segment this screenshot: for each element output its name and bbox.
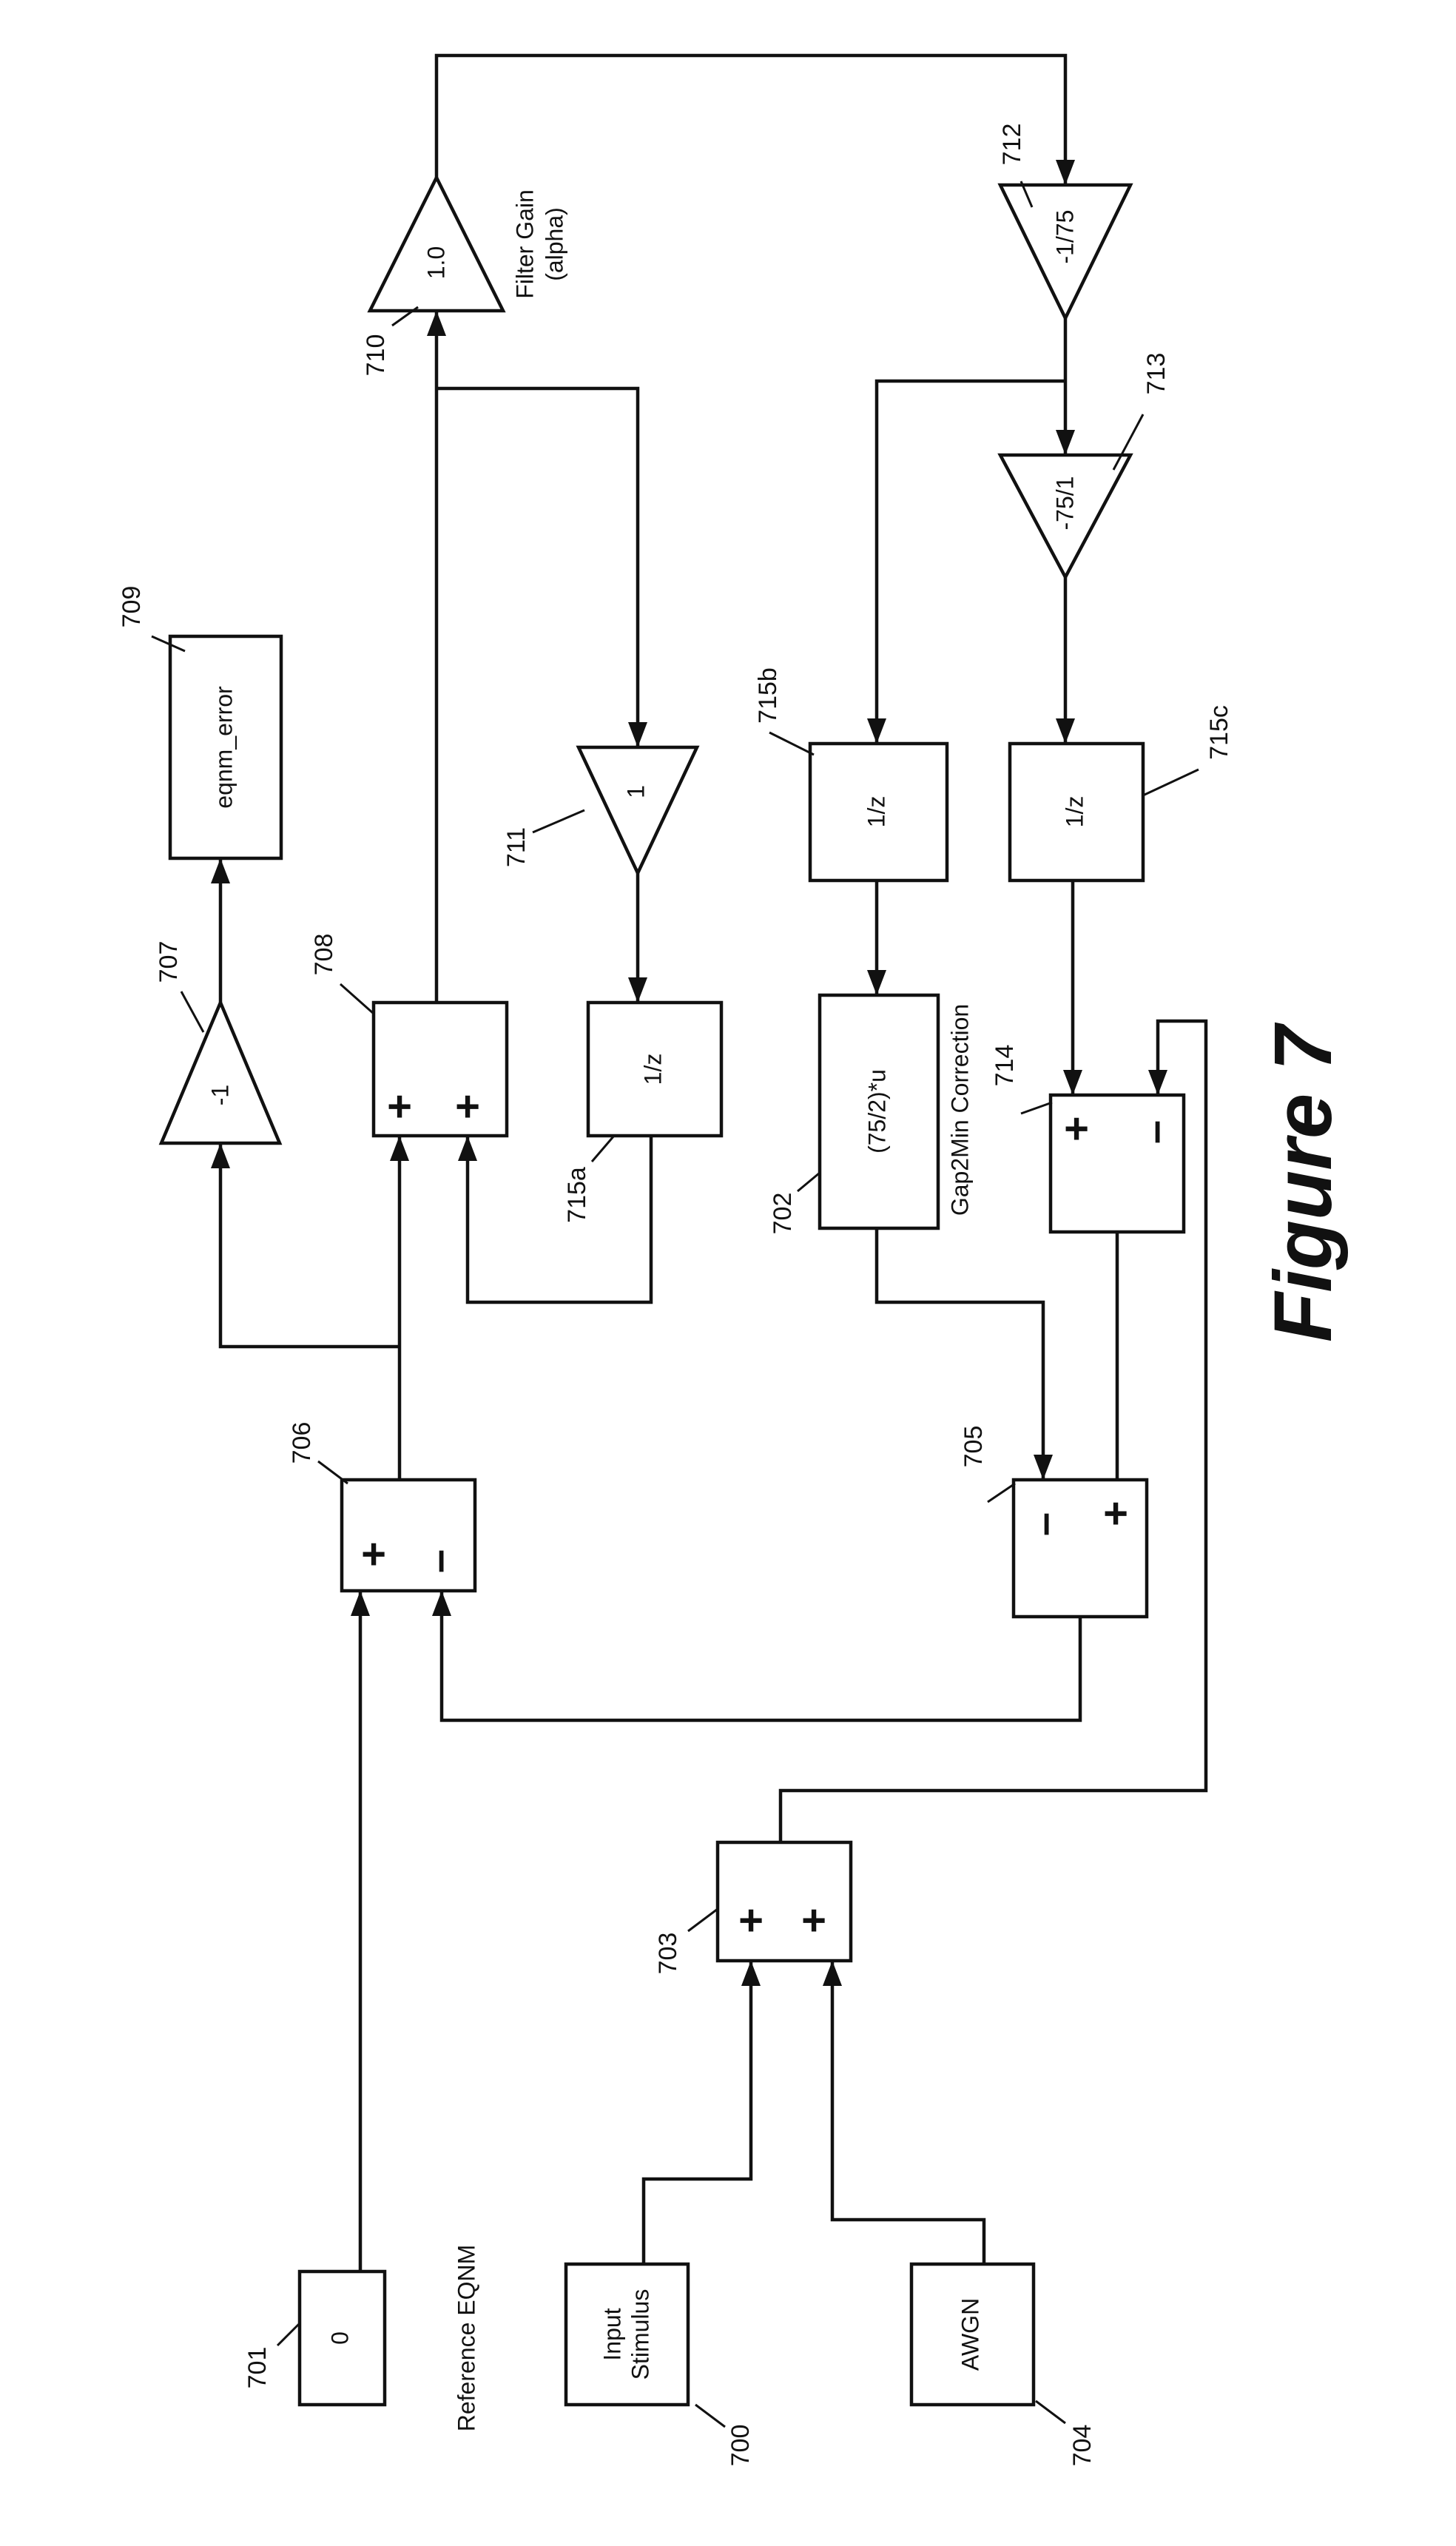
block-712-gain[interactable]: -1/75 <box>1000 185 1130 318</box>
block-715a-delay[interactable]: 1/z <box>588 1003 721 1136</box>
ref-704: 704 <box>1068 2425 1096 2467</box>
wire-705-to-706 <box>442 1591 1080 1720</box>
caption-reference-eqnm: Reference EQNM <box>453 2245 479 2432</box>
block-710-filter-gain[interactable]: 1.0 <box>370 178 503 311</box>
block-708-summer[interactable]: + + <box>374 1003 507 1136</box>
ref-714: 714 <box>991 1045 1019 1087</box>
block-705-sign1: – <box>1019 1512 1068 1536</box>
block-712-label: -1/75 <box>1051 210 1078 264</box>
ref-713: 713 <box>1142 353 1170 395</box>
block-707-label: -1 <box>206 1085 233 1105</box>
block-714-summer[interactable]: + – <box>1051 1095 1184 1232</box>
block-703-summer[interactable]: + + <box>718 1842 851 1961</box>
wire-branch-to-715b <box>877 381 1065 744</box>
block-711-label: 1 <box>622 785 649 798</box>
block-713-gain[interactable]: -75/1 <box>1000 455 1130 577</box>
wire-704-to-703 <box>832 1961 984 2264</box>
block-715b-label: 1/z <box>863 796 889 828</box>
block-706-summer[interactable]: + – <box>342 1480 475 1591</box>
figure-title: Figure 7 <box>1258 1022 1349 1342</box>
block-715c-label: 1/z <box>1061 796 1088 828</box>
block-709-eqnm-error[interactable]: eqnm_error <box>170 636 281 858</box>
block-703-sign2: + <box>801 1896 826 1944</box>
ref-707: 707 <box>155 941 183 983</box>
ref-703: 703 <box>654 1933 682 1975</box>
block-700-input-stimulus[interactable]: Input Stimulus <box>566 2264 688 2405</box>
block-714-sign2: – <box>1130 1120 1179 1144</box>
caption-filter-gain-alpha: (alpha) <box>541 207 567 281</box>
ref-715c: 715c <box>1205 705 1233 760</box>
wire-715a-to-708 <box>468 1136 651 1302</box>
ref-702: 702 <box>769 1193 797 1235</box>
ref-712: 712 <box>998 124 1026 166</box>
ref-715b: 715b <box>754 667 782 724</box>
wire-700-to-703 <box>644 1961 751 2264</box>
ref-711: 711 <box>502 827 530 867</box>
block-709-label: eqnm_error <box>210 686 237 809</box>
block-701-reference-eqnm[interactable]: 0 <box>300 2271 385 2405</box>
caption-filter-gain: Filter Gain <box>511 189 538 299</box>
ref-700: 700 <box>727 2425 755 2467</box>
wire-710-to-712 <box>437 55 1065 185</box>
block-707-gain[interactable]: -1 <box>161 1003 280 1143</box>
block-705-summer[interactable]: – + <box>1014 1480 1147 1617</box>
block-715b-delay[interactable]: 1/z <box>810 744 947 880</box>
block-714-sign1: + <box>1064 1105 1089 1153</box>
block-708-sign2: + <box>455 1082 480 1131</box>
block-704-label: AWGN <box>957 2298 983 2371</box>
block-704-awgn[interactable]: AWGN <box>911 2264 1034 2405</box>
ref-705: 705 <box>960 1426 988 1468</box>
ref-706: 706 <box>288 1422 316 1464</box>
block-701-value: 0 <box>326 2331 353 2345</box>
block-708-sign1: + <box>387 1082 412 1131</box>
block-703-sign1: + <box>738 1896 764 1944</box>
wire-branch-to-711 <box>437 388 638 747</box>
block-702-gap2min-correction[interactable]: (75/2)*u <box>820 995 938 1228</box>
ref-710: 710 <box>362 334 390 377</box>
block-702-label: (75/2)*u <box>863 1069 890 1154</box>
block-710-label: 1.0 <box>422 246 449 279</box>
block-705-sign2: + <box>1103 1489 1128 1538</box>
ref-709: 709 <box>118 586 146 628</box>
block-700-line1: Input <box>599 2308 625 2360</box>
block-713-label: -75/1 <box>1051 476 1078 531</box>
block-715a-label: 1/z <box>639 1054 666 1085</box>
block-700-line2: Stimulus <box>627 2289 653 2380</box>
block-706-sign1: + <box>361 1530 386 1578</box>
block-715c-delay[interactable]: 1/z <box>1010 744 1143 880</box>
wire-junction-to-707 <box>220 1143 400 1347</box>
block-706-sign2: – <box>414 1549 462 1573</box>
block-711-gain[interactable]: 1 <box>579 747 697 873</box>
ref-708: 708 <box>310 934 338 976</box>
ref-715a: 715a <box>563 1167 591 1223</box>
ref-701: 701 <box>243 2347 272 2389</box>
caption-gap2min-correction: Gap2Min Correction <box>946 1004 973 1216</box>
